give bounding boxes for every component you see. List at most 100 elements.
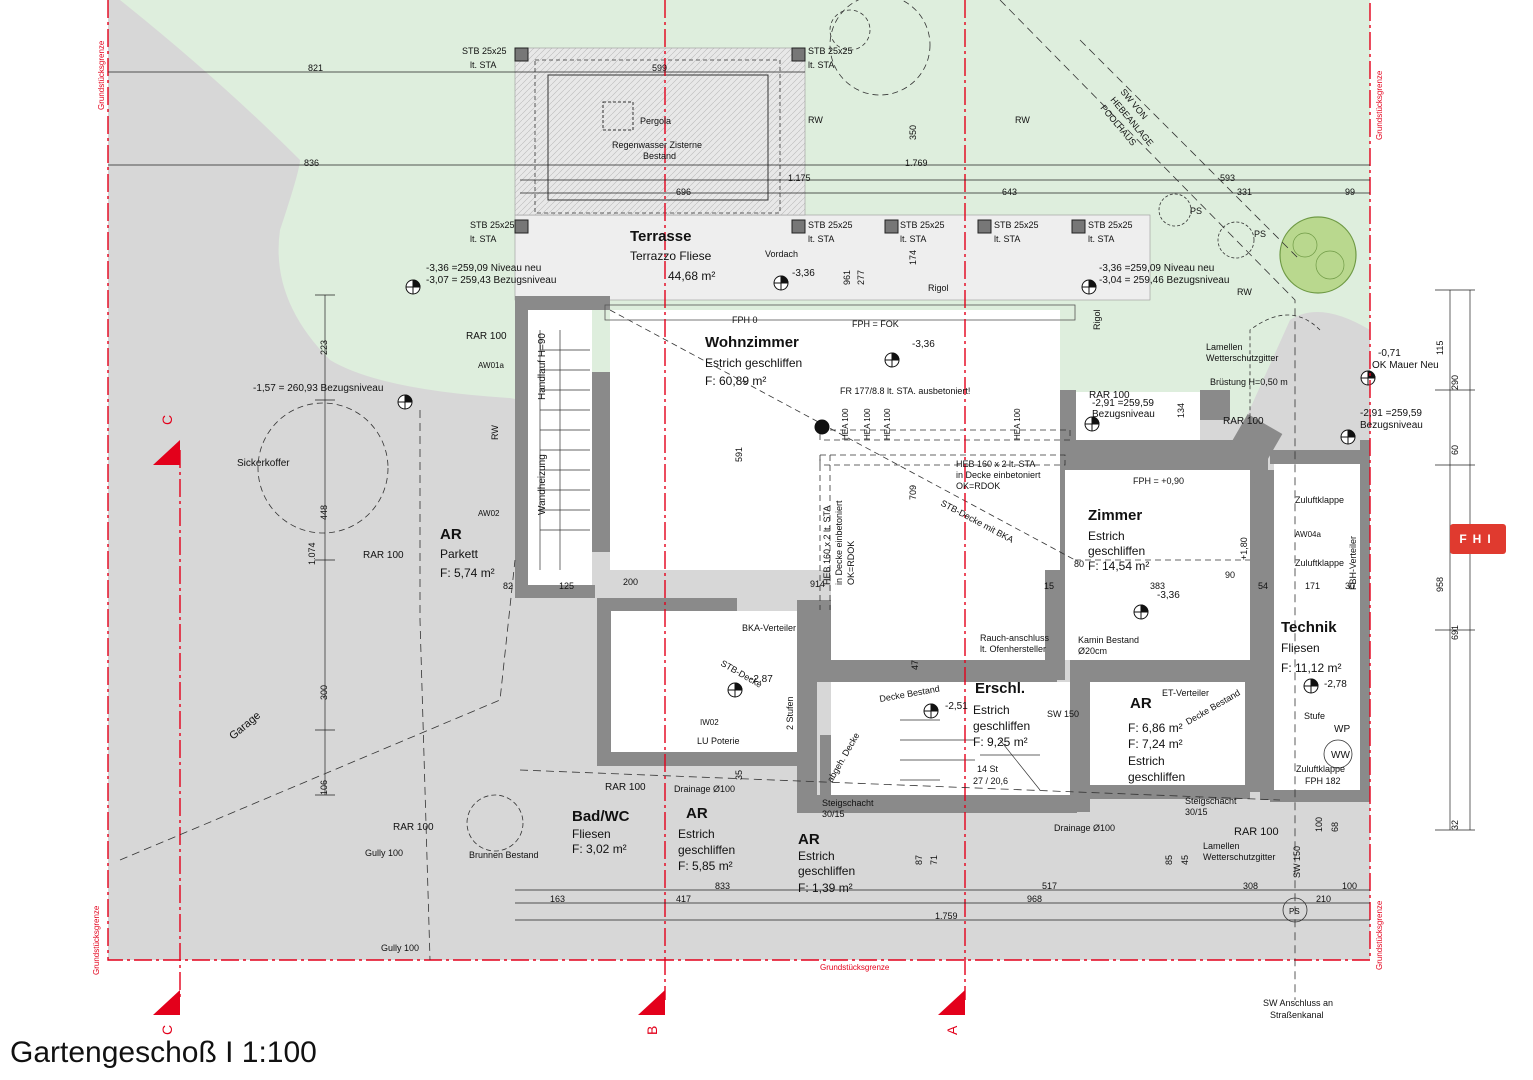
- room-ar4-floor1: Estrich: [1128, 754, 1165, 768]
- room-ar-parkett-area: F: 5,74 m²: [440, 566, 495, 580]
- room-zimmer-floor: Estrich: [1088, 529, 1125, 543]
- dim: 200: [623, 577, 638, 587]
- pergola-label: Pergola: [640, 116, 671, 126]
- boundary-label: Grundstücksgrenze: [820, 963, 890, 972]
- stb-sta: lt. STA: [808, 60, 834, 70]
- heb160-label: HEB 160 x 2 lt. STA: [956, 459, 1035, 469]
- stb-sta: lt. STA: [470, 234, 496, 244]
- room-wohnzimmer-area: F: 60,89 m²: [705, 374, 766, 388]
- room-ar-parkett-floor: Parkett: [440, 547, 479, 561]
- dim: 223: [319, 340, 329, 355]
- stb-sta: lt. STA: [470, 60, 496, 70]
- fph-label: FPH 0: [732, 315, 758, 325]
- room-erschl-floor1: Estrich: [973, 703, 1010, 717]
- niveau-label: -2,91 =259,59: [1092, 398, 1154, 409]
- dim: 87: [914, 855, 924, 865]
- zuluftklappe-label: Zuluftklappe: [1295, 558, 1344, 568]
- niveau-label: Bezugsniveau: [1360, 420, 1423, 431]
- niveau-label: -3,04 = 259,46 Bezugsniveau: [1099, 275, 1229, 286]
- room-zimmer-area: F: 14,54 m²: [1088, 559, 1149, 573]
- dim: 833: [715, 881, 730, 891]
- room-zimmer-floor2: geschliffen: [1088, 544, 1145, 558]
- fhi-badge: FHI: [1450, 524, 1506, 554]
- hea-label: HEA 100: [863, 408, 872, 440]
- dim: 331: [1237, 187, 1252, 197]
- heb160-label: OK=RDOK: [956, 481, 1000, 491]
- sw-anschluss-label: Straßenkanal: [1270, 1010, 1324, 1020]
- dim: 383: [1150, 581, 1165, 591]
- vordach-label: Vordach: [765, 249, 798, 259]
- room-bad-name: Bad/WC: [572, 808, 630, 825]
- dim: 99: [1345, 187, 1355, 197]
- room-terrasse-floor: Terrazzo Fliese: [630, 249, 712, 263]
- dim: 163: [550, 894, 565, 904]
- dim: 134: [1176, 403, 1186, 418]
- zuluftklappe-label: Zuluftklappe: [1296, 764, 1345, 774]
- dim: 1.759: [935, 911, 958, 921]
- dim: 47: [910, 660, 920, 670]
- heb-label: HEB 160 x 2 lt. STA: [822, 506, 832, 585]
- iw02-label: IW02: [700, 718, 719, 727]
- room-technik-area: F: 11,12 m²: [1281, 661, 1341, 675]
- dim: 15: [1044, 581, 1054, 591]
- level-label: -2,51: [945, 701, 968, 712]
- boundary-label: Grundstücksgrenze: [1375, 900, 1384, 970]
- tree-icon: [1279, 216, 1357, 294]
- steigschacht-size: 30/15: [822, 809, 845, 819]
- room-ar2-floor1: Estrich: [678, 827, 715, 841]
- dim: 958: [1435, 577, 1445, 592]
- dim: 1.175: [788, 173, 811, 183]
- zisterne-bestand: Bestand: [643, 151, 676, 161]
- heb160-label: in Decke einbetoniert: [956, 470, 1041, 480]
- rauch-label: lt. Ofenhersteller: [980, 644, 1046, 654]
- stb-label: STB 25x25: [1088, 220, 1133, 230]
- room-technik-name: Technik: [1281, 619, 1337, 636]
- rigol-label: Rigol: [1092, 309, 1102, 330]
- stb-label: STB 25x25: [462, 46, 507, 56]
- dim: 591: [734, 447, 744, 462]
- room-bad-floor: Fliesen: [572, 827, 611, 841]
- room-wohnzimmer-floor: Estrich geschliffen: [705, 356, 802, 370]
- dim: 71: [929, 855, 939, 865]
- fbh-verteiler-label: FBH-Verteiler: [1348, 536, 1358, 590]
- stb-sta: lt. STA: [808, 234, 834, 244]
- level-markers: [397, 275, 1376, 719]
- room-bad-area: F: 3,02 m²: [572, 842, 627, 856]
- dim: 961: [842, 270, 852, 285]
- dim: 54: [1258, 581, 1268, 591]
- dim: 100: [1342, 881, 1357, 891]
- rigol-label: Rigol: [928, 283, 949, 293]
- aw02-label: AW02: [478, 509, 500, 518]
- rauch-label: Rauch-anschluss: [980, 633, 1050, 643]
- drainage-label: Drainage Ø100: [674, 784, 735, 794]
- bka-verteiler-label: BKA-Verteiler: [742, 623, 796, 633]
- rw-label: RW: [1015, 115, 1030, 125]
- dim: 90: [1225, 570, 1235, 580]
- fr177-label: FR 177/8.8 lt. STA. ausbetoniert!: [840, 386, 970, 396]
- pergola-marker: [602, 101, 634, 131]
- boundary-label: Grundstücksgrenze: [1375, 70, 1384, 140]
- ww-label: WW: [1331, 750, 1350, 761]
- ps-label: PS: [1289, 907, 1300, 916]
- site-symbols: [257, 0, 1353, 923]
- section-b-label: B: [644, 1026, 660, 1035]
- section-lines: [107, 0, 1371, 1000]
- dim: 696: [676, 187, 691, 197]
- rar-label: RAR 100: [466, 331, 507, 342]
- rw-label: RW: [490, 425, 500, 440]
- dim: 517: [1042, 881, 1057, 891]
- pergola-area: [514, 47, 806, 216]
- level-label: -2,87: [750, 674, 773, 685]
- drainage-label: Drainage Ø100: [1054, 823, 1115, 833]
- sheet-title: Gartengeschoß I 1:100: [10, 1036, 317, 1069]
- staircase: [539, 330, 1041, 791]
- kamin-label: Ø20cm: [1078, 646, 1107, 656]
- dim: 350: [908, 125, 918, 140]
- dim: 593: [1220, 173, 1235, 183]
- kamin-label: Kamin Bestand: [1078, 635, 1139, 645]
- dim: 709: [908, 485, 918, 500]
- gully-label: Gully 100: [381, 943, 419, 953]
- section-a-label: A: [944, 1025, 960, 1035]
- room-ar3-name: AR: [798, 831, 820, 848]
